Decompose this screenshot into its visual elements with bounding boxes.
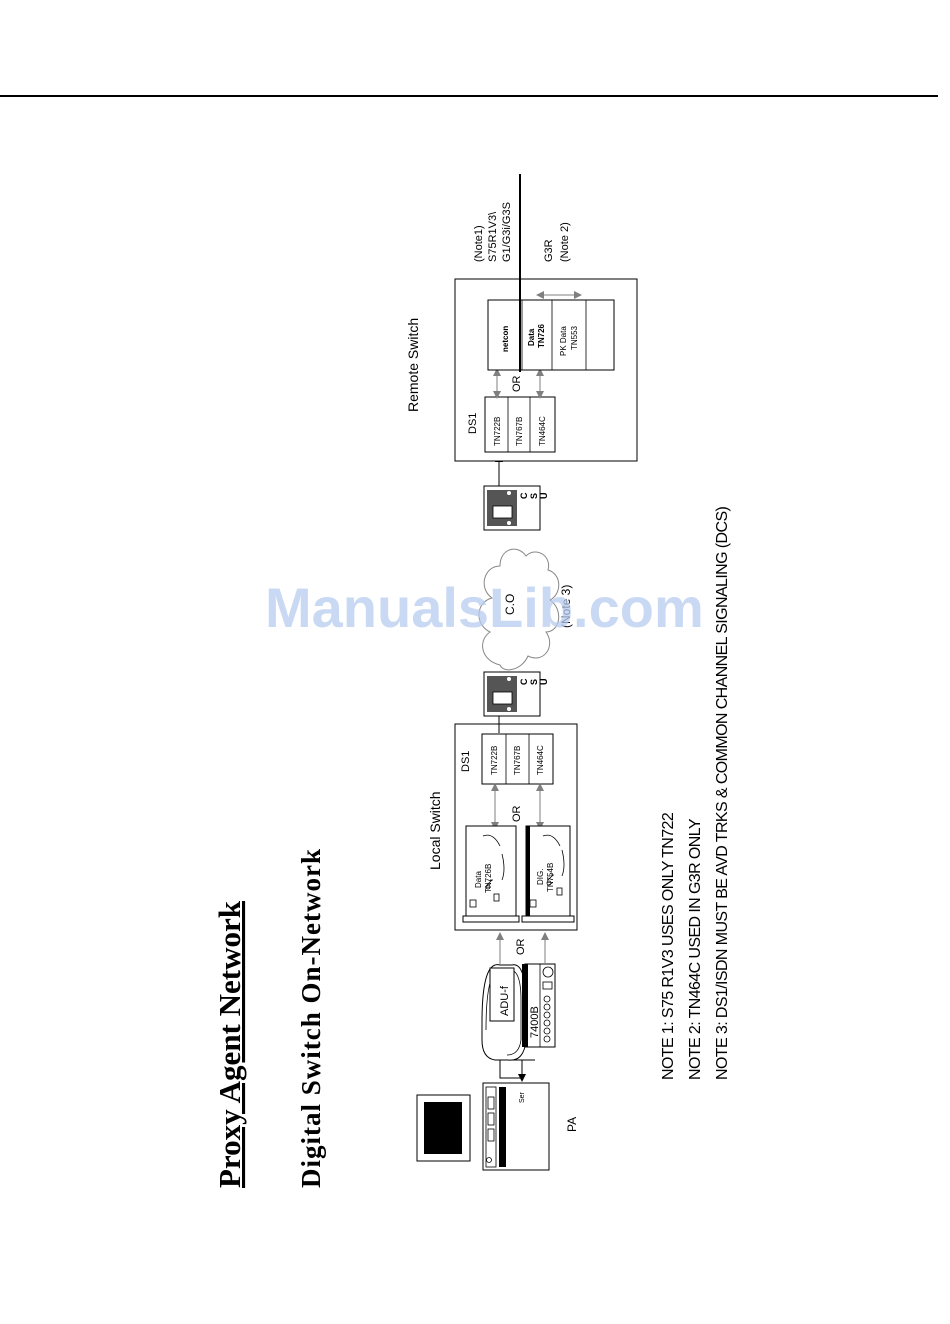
local-switch-label: Local Switch xyxy=(427,791,443,870)
remote-ds1-card-3: TN464C xyxy=(538,416,547,446)
co-note: (Note 3) xyxy=(559,585,573,628)
note-3: NOTE 3: DS1/ISDN MUST BE AVD TRKS & COMM… xyxy=(714,506,731,1080)
local-ds1-card-2: TN767B xyxy=(513,746,522,775)
remote-ds1-label: DS1 xyxy=(467,413,479,434)
pa-ser-label: Ser xyxy=(519,1091,526,1103)
page-subtitle: Digital Switch On-Network xyxy=(296,848,326,1188)
note1-block-line2: S75R1V3\ xyxy=(487,211,499,262)
csu-remote-letter-u: U xyxy=(539,493,549,500)
local-dig-card-line2: TN754B xyxy=(546,863,555,892)
g3r-block-line2: (Note 2) xyxy=(559,222,571,262)
pa-label: PA xyxy=(565,1117,579,1132)
note-2: NOTE 2: TN464C USED IN G3R ONLY xyxy=(687,818,704,1080)
remote-netcon-label: netcon xyxy=(501,326,510,352)
remote-processor-cards xyxy=(487,299,615,371)
page-title: Proxy Agent Network xyxy=(212,900,247,1188)
or-label-1: OR xyxy=(515,938,527,955)
local-ds1-card-stack xyxy=(481,733,554,785)
local-ds1-card-3: TN464C xyxy=(536,745,545,775)
note1-block-line1: (Note1) xyxy=(473,225,485,262)
note1-block-line3: G1/G3i/G3S xyxy=(501,202,513,262)
remote-pk-line2: TN553 xyxy=(570,325,579,350)
remote-data-line2: TN726 xyxy=(537,323,546,348)
local-dig-card xyxy=(521,825,575,923)
csu-local xyxy=(483,671,541,717)
remote-data-line1: Data xyxy=(527,328,536,346)
csu-local-letter-u: U xyxy=(539,679,549,686)
remote-pk-line1: PK Data xyxy=(559,326,568,356)
g3r-block-line1: G3R xyxy=(543,239,555,262)
local-data-card xyxy=(462,825,520,923)
local-ds1-card-1: TN722B xyxy=(490,746,499,775)
csu-remote-letter-c: C xyxy=(519,492,529,499)
remote-ds1-card-1: TN722B xyxy=(493,417,502,446)
or-label-3: OR xyxy=(511,375,523,392)
csu-remote xyxy=(483,485,541,531)
local-data-card-line2: TN726B xyxy=(484,864,493,893)
csu-local-letter-s: S xyxy=(529,679,539,685)
csu-local-letter-c: C xyxy=(519,678,529,685)
remote-ds1-card-stack xyxy=(484,396,556,453)
local-data-card-line1: Data xyxy=(474,871,483,888)
co-cloud xyxy=(478,548,560,671)
local-dig-card-line1: DIG. xyxy=(536,869,545,885)
note-1: NOTE 1: S75 R1V3 USES ONLY TN722 xyxy=(660,812,677,1080)
pa-connection xyxy=(499,1064,522,1079)
terminal-7400b xyxy=(522,963,556,1048)
pa-computer xyxy=(416,1082,550,1171)
local-ds1-label: DS1 xyxy=(460,751,472,772)
remote-switch-label: Remote Switch xyxy=(405,318,421,412)
or-label-2: OR xyxy=(511,805,523,822)
csu-remote-letter-s: S xyxy=(529,493,539,499)
terminal-label: 7400B xyxy=(529,1006,541,1038)
remote-ds1-card-2: TN767B xyxy=(515,417,524,446)
adu-f-label: ADU-f xyxy=(499,985,511,1016)
co-label: C.O xyxy=(503,594,517,615)
